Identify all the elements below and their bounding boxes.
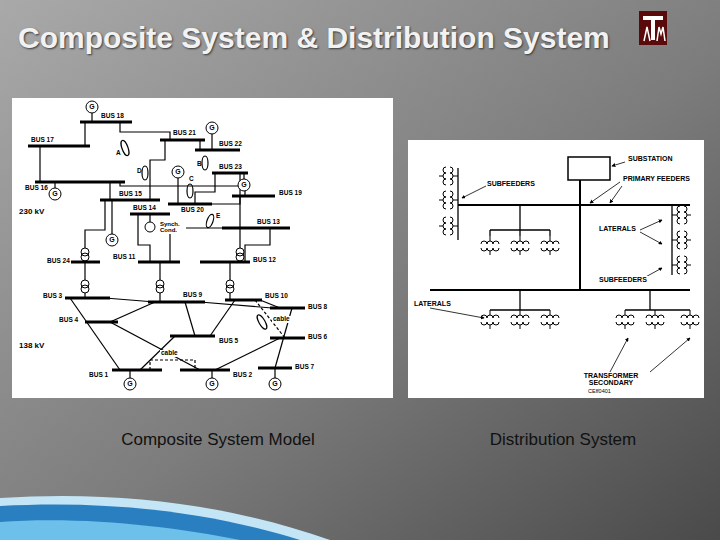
bus-label: BUS 3: [42, 293, 63, 300]
line-letter: B: [197, 161, 202, 168]
generator-symbol: G: [272, 380, 277, 387]
figure-id: CEff0401: [588, 389, 611, 395]
part-label: LATERALS: [598, 225, 637, 232]
bus-label: BUS 13: [256, 219, 281, 226]
voltage-label: 138 kV: [18, 342, 45, 350]
voltage-label: 230 kV: [18, 208, 45, 216]
bus-label: BUS 9: [182, 292, 203, 299]
bus-label: BUS 19: [278, 190, 303, 197]
swoosh: [0, 496, 330, 540]
bus-label: BUS 8: [307, 304, 328, 311]
part-label: SUBSTATION: [627, 155, 673, 162]
bus-label: BUS 7: [294, 364, 315, 371]
bus-label: BUS 6: [307, 334, 328, 341]
generator-symbol: G: [209, 124, 214, 131]
line-letter: D: [137, 168, 142, 175]
bus-label: BUS 18: [100, 113, 125, 120]
bus-label: BUS 24: [46, 258, 71, 265]
bus-label: BUS 1: [88, 372, 109, 379]
bus-label: BUS 10: [264, 293, 289, 300]
bus-label: BUS 2: [232, 372, 253, 379]
generator-symbol: G: [109, 236, 114, 243]
generator-symbol: G: [52, 190, 57, 197]
bus-label: BUS 22: [218, 141, 243, 148]
bus-label: BUS 21: [172, 130, 197, 137]
bus-label: BUS 20: [180, 207, 205, 214]
cable-label: cable: [160, 350, 179, 357]
bus-label: BUS 16: [24, 185, 49, 192]
generator-symbol: G: [127, 380, 132, 387]
generator-symbol: G: [89, 103, 94, 110]
bus-label: BUS 5: [218, 338, 239, 345]
bus-label: BUS 11: [112, 254, 136, 261]
distribution-system-picture: [408, 140, 704, 398]
bus-label: BUS 14: [132, 205, 157, 212]
picture-caption: Distribution System: [490, 431, 636, 449]
part-label: TRANSFORMER SECONDARY: [572, 372, 650, 387]
picture-caption: Composite System Model: [121, 431, 315, 449]
slide-title: Composite System & Distribution System: [18, 20, 618, 56]
cable-label: cable: [272, 316, 291, 323]
line-letter: C: [189, 176, 194, 183]
bus-label: BUS 23: [218, 164, 243, 171]
part-label: PRIMARY FEEDERS: [622, 175, 691, 182]
line-letter: E: [216, 213, 220, 220]
bus-label: BUS 17: [30, 137, 55, 144]
generator-symbol: G: [175, 168, 180, 175]
generator-symbol: G: [241, 181, 246, 188]
bus-label: BUS 12: [252, 257, 277, 264]
bus-label: BUS 4: [58, 317, 79, 324]
device-label: Synch. Cond.: [160, 221, 186, 234]
university-logo: [639, 11, 667, 45]
bus-label: BUS 15: [118, 191, 143, 198]
part-label: LATERALS: [413, 300, 452, 307]
composite-system-picture: [12, 98, 393, 398]
part-label: SUBFEEDERS: [598, 276, 648, 283]
generator-symbol: G: [209, 380, 214, 387]
line-letter: A: [116, 150, 121, 157]
part-label: SUBFEEDERS: [486, 180, 536, 187]
